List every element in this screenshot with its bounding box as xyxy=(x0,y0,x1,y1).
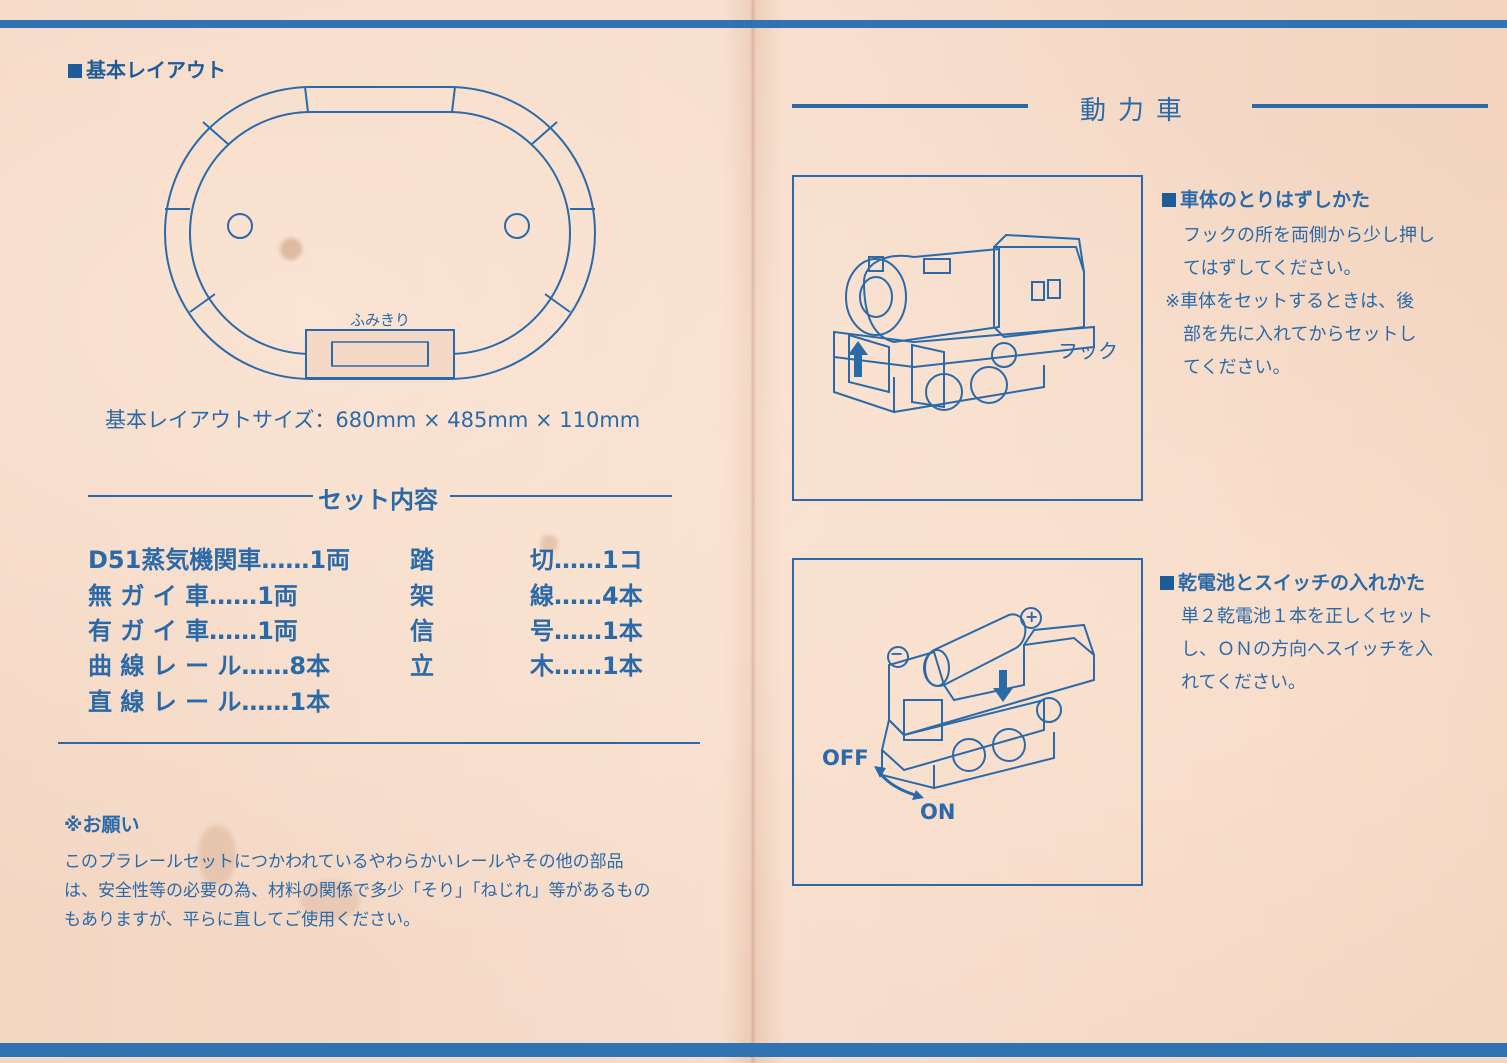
text-line: 部を先に入れてからセットし xyxy=(1183,324,1417,345)
set-item: 立 木……1本 xyxy=(410,652,643,680)
notice-line: もありますが、平らに直してご使用ください。 xyxy=(64,910,421,930)
stain xyxy=(198,825,236,885)
notice-line: は、安全性等の必要の為、材料の関係で多少「そり」「ねじれ」等があるもの xyxy=(64,881,651,901)
hook-label: フック xyxy=(1058,339,1118,363)
text-line: フックの所を両側から少し押し xyxy=(1183,225,1435,246)
stain xyxy=(540,535,558,553)
text-line: し、ＯＮの方向へスイッチを入 xyxy=(1181,639,1433,660)
set-item: 信 号……1本 xyxy=(410,617,643,645)
text-line: 単２乾電池１本を正しくセット xyxy=(1181,606,1433,627)
locomotive-illustration xyxy=(833,233,1095,414)
notice-line: このプラレールセットにつかわれているやわらかいレールやその他の部品 xyxy=(64,852,624,872)
section-divider xyxy=(58,742,700,744)
text-line: てください。 xyxy=(1183,357,1291,378)
text-line: ※車体をセットするときは、後 xyxy=(1165,291,1415,312)
square-bullet-icon xyxy=(68,64,82,78)
battery-locomotive-illustration xyxy=(874,607,1095,800)
layout-size-text: 基本レイアウトサイズ：680mm × 485mm × 110mm xyxy=(105,408,641,432)
battery-heading: 乾電池とスイッチの入れかた xyxy=(1160,568,1425,595)
body-removal-heading: 車体のとりはずしかた xyxy=(1162,185,1370,212)
track-layout-diagram xyxy=(164,86,596,380)
battery-illustration-box: − + OFF ON xyxy=(792,558,1143,886)
set-item: 直 線 レ ー ル……1本 xyxy=(88,688,331,716)
body-removal-text: フックの所を両側から少し押し てはずしてください。 ※車体をセットするときは、後… xyxy=(1165,219,1483,384)
layout-heading: 基本レイアウト xyxy=(68,54,226,83)
crossing-label: ふみきり xyxy=(350,311,411,329)
bottom-band xyxy=(0,1043,1507,1057)
set-item: 踏 切……1コ xyxy=(410,546,643,574)
set-title-rule-left xyxy=(88,495,313,497)
set-item: 有 ガ イ 車……1両 xyxy=(88,617,298,645)
top-band xyxy=(0,20,1507,28)
center-fold xyxy=(750,0,756,1063)
switch-on-label: ON xyxy=(920,800,956,824)
battery-text: 単２乾電池１本を正しくセット し、ＯＮの方向へスイッチを入 れてください。 xyxy=(1181,600,1491,699)
body-removal-illustration-box: フック xyxy=(792,175,1143,501)
set-title-rule-right xyxy=(450,495,672,497)
switch-off-label: OFF xyxy=(822,746,869,770)
set-item: 架 線……4本 xyxy=(410,582,643,610)
set-item: 無 ガ イ 車……1両 xyxy=(88,582,298,610)
set-item: 曲 線 レ ー ル……8本 xyxy=(88,652,331,680)
notice-title: ※お願い xyxy=(64,814,140,836)
square-bullet-icon xyxy=(1162,193,1176,207)
minus-terminal-label: − xyxy=(890,644,904,663)
title-rule-left xyxy=(792,104,1028,108)
set-item: D51蒸気機関車……1両 xyxy=(88,546,351,574)
set-contents-title: セット内容 xyxy=(318,486,438,514)
stain xyxy=(300,880,360,920)
plus-terminal-label: + xyxy=(1025,607,1039,626)
title-rule-right xyxy=(1252,104,1488,108)
text-line: てはずしてください。 xyxy=(1183,258,1362,279)
power-car-title: 動力車 xyxy=(1080,96,1195,126)
text-line: れてください。 xyxy=(1181,672,1306,693)
square-bullet-icon xyxy=(1160,576,1174,590)
notice-body: このプラレールセットにつかわれているやわらかいレールやその他の部品 は、安全性等… xyxy=(64,848,704,935)
stain xyxy=(280,238,302,260)
